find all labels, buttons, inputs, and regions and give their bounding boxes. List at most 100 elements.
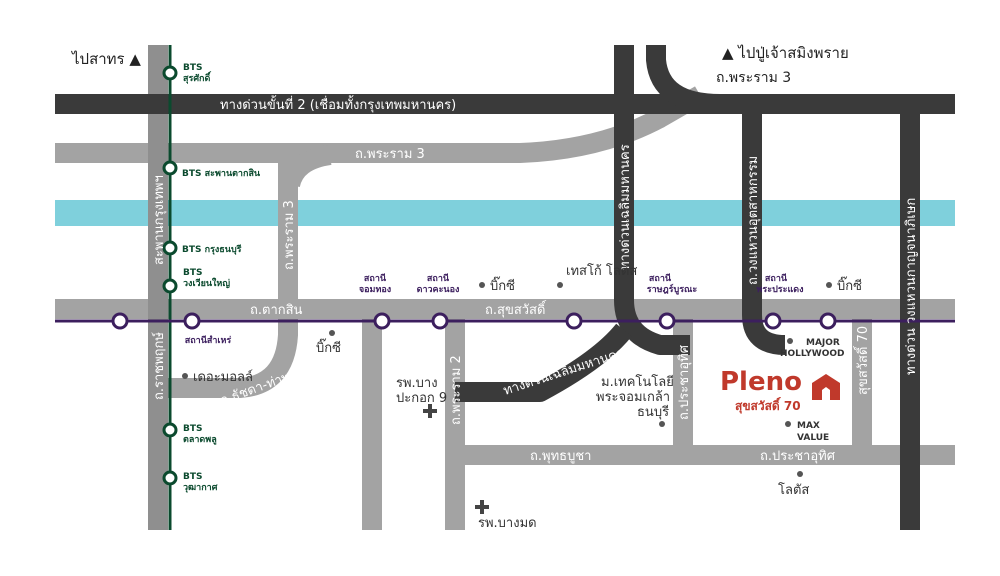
project-logo[interactable]: Pleno สุขสวัสดิ์ 70 (720, 367, 840, 414)
label-phetkasem-v: สะพานกรุงเทพฯ (152, 175, 167, 265)
poi-bigc1: บิ๊กซี (316, 338, 341, 356)
bts-station-krungthonburi[interactable] (162, 240, 178, 256)
label-suksawat: ถ.สุขสวัสดิ์ (485, 300, 547, 318)
direction-saphan: ไปสาทร ▲ (71, 50, 141, 68)
poi-dot-lotus (797, 471, 803, 477)
mrt-label-samre: สถานีสำเหร่ (185, 335, 232, 346)
label-chaloem-vertical: ทางด่วนเฉลิมมหานคร (618, 144, 633, 270)
label-rama2: ถ.พระราม 2 (449, 355, 464, 425)
bts-station-wutthakat[interactable] (162, 470, 178, 486)
poi-bigc2: บิ๊กซี (490, 276, 515, 294)
road-rama3-vertical-2 (158, 160, 298, 398)
hospital-icon-bangpakok (423, 404, 437, 418)
poi-dot-tesco (557, 282, 563, 288)
poi-major-1: MAJOR (806, 338, 840, 348)
bts-label-talatphlu-1: BTS (183, 424, 202, 434)
bts-stations (162, 65, 178, 486)
mrt-label-chomthong-2: จอมทอง (359, 285, 391, 295)
poi-labels: บิ๊กซี บิ๊กซี เทสโก้ โลตัส บิ๊กซี เดอะมอ… (193, 263, 862, 531)
label-kanchanaphisek: ถ.วงแหวนอุตสาหกรรม (746, 156, 761, 285)
bts-label-talatphlu-2: ตลาดพลู (183, 435, 217, 445)
label-taksin: ถ.ตากสิน (250, 303, 303, 318)
poi-maxvalue-2: VALUE (797, 433, 829, 443)
bts-station-talatphlu[interactable] (162, 422, 178, 438)
poi-dot-bigc3 (826, 282, 832, 288)
mrt-station-daokhanong[interactable] (431, 312, 449, 330)
label-rama3-top: ถ.พระราม 3 (355, 147, 425, 162)
roads-gray (55, 86, 955, 530)
poi-lotus: โลตัส (778, 482, 809, 498)
mrt-label-phrapradaeng-1: สถานี (765, 273, 788, 284)
mrt-station-chomthong[interactable] (373, 312, 391, 330)
poi-kmutt-2: พระจอมเกล้า (596, 390, 670, 405)
poi-dot-bigc2 (479, 282, 485, 288)
mrt-station-samre[interactable] (183, 312, 201, 330)
label-rama3-vertical: ถ.พระราม 3 (282, 200, 297, 270)
mrt-label-ratburana-2: ราษฎร์บูรณะ (647, 283, 698, 295)
project-subtitle: สุขสวัสดิ์ 70 (735, 397, 801, 414)
poi-tesco: เทสโก้ โลตัส (566, 263, 637, 279)
road-rama3-top (55, 86, 705, 163)
bts-station-wongwianyai[interactable] (162, 278, 178, 294)
expressway-kanchanaphisek (742, 104, 786, 355)
poi-maxvalue-1: MAX (797, 421, 820, 431)
poi-hospital-bangpakok-2: ปะกอก 9 (396, 391, 447, 406)
label-prachauthit-v: ถ.ประชาอุทิศ (677, 344, 692, 420)
label-phutthabucha: ถ.พุทธบูชา (530, 449, 591, 464)
label-prachauthit-h: ถ.ประชาอุทิศ (760, 449, 836, 464)
bts-labels: BTS สุรศักดิ์ BTS สะพานตากสิน BTS กรุงธน… (182, 63, 261, 493)
poi-dots (182, 282, 832, 477)
label-rama3-right: ถ.พระราม 3 (716, 70, 791, 86)
house-icon-detail (822, 387, 830, 400)
mrt-stations (111, 312, 837, 330)
poi-dot-bigc1 (329, 330, 335, 336)
expressway-rama3-curve (646, 45, 721, 114)
bts-label-surasak-1: BTS (183, 63, 202, 73)
mrt-station-ratburana[interactable] (658, 312, 676, 330)
label-suksawat70: สุขสวัสดิ์ 70 (853, 326, 871, 395)
label-ratchaphruek: ถ.ราชพฤกษ์ (151, 332, 167, 400)
bts-label-surasak-2: สุรศักดิ์ (183, 71, 212, 84)
poi-themall: เดอะมอลล์ (193, 369, 253, 385)
poi-kmutt-3: ธนบุรี (637, 404, 669, 420)
expressways (55, 45, 955, 530)
poi-hospital-bangpakok-1: รพ.บาง (396, 376, 438, 391)
bts-station-saphantaksin[interactable] (162, 160, 178, 176)
bts-label-wongwian-2: วงเวียนใหญ่ (183, 277, 230, 289)
bts-station-surasak[interactable] (162, 65, 178, 81)
hospital-icons (423, 404, 489, 514)
mrt-station-tesco[interactable] (565, 312, 583, 330)
expressway-chaloem-diagonal (455, 323, 632, 402)
label-expressway-stage2: ทางด่วนขั้นที่ 2 (เชื่อมทั้งกรุงเทพมหานค… (220, 95, 456, 113)
bts-label-wongwian-1: BTS (183, 268, 202, 278)
mrt-label-daokhanong-2: ดาวคะนอง (417, 285, 460, 295)
poi-dot-kmutt (659, 421, 665, 427)
bts-label-krungthon: BTS กรุงธนบุรี (182, 244, 242, 255)
label-outer-ring: ทางด่วน วงแหวนกาญจนาภิเษก (904, 198, 919, 375)
mrt-label-phrapradaeng-2: พระประแดง (756, 284, 803, 295)
bts-label-wutthakat-2: วุฒากาศ (183, 483, 218, 493)
mrt-station-1[interactable] (111, 312, 129, 330)
mrt-labels: สถานี จอมทอง สถานี ดาวคะนอง สถานี ราษฎร์… (185, 273, 804, 346)
bts-label-wutthakat-1: BTS (183, 472, 202, 482)
river (55, 200, 955, 226)
poi-dot-major (787, 338, 793, 344)
poi-labels-en: MAJOR HOLLYWOOD MAX VALUE (780, 338, 844, 443)
mrt-label-ratburana-1: สถานี (649, 273, 672, 284)
poi-hospital-bangmod: รพ.บางมด (478, 516, 537, 531)
mrt-label-chomthong-1: สถานี (364, 273, 387, 284)
project-logo-text: Pleno (720, 367, 802, 397)
poi-dot-themall (182, 373, 188, 379)
poi-major-2: HOLLYWOOD (780, 349, 844, 359)
poi-dot-maxvalue (785, 421, 791, 427)
mrt-label-daokhanong-1: สถานี (427, 273, 450, 284)
direction-labels: ไปสาทร ▲ ▲ ไปปู่เจ้าสมิงพราย (71, 44, 849, 68)
poi-bigc3: บิ๊กซี (837, 276, 862, 294)
direction-mingphrai: ▲ ไปปู่เจ้าสมิงพราย (722, 44, 849, 62)
mrt-station-phrapradaeng[interactable] (764, 312, 782, 330)
mrt-station-bigc[interactable] (819, 312, 837, 330)
expressway-chaloem-vertical (614, 45, 690, 355)
poi-kmutt-1: ม.เทคโนโลยี (601, 374, 674, 390)
